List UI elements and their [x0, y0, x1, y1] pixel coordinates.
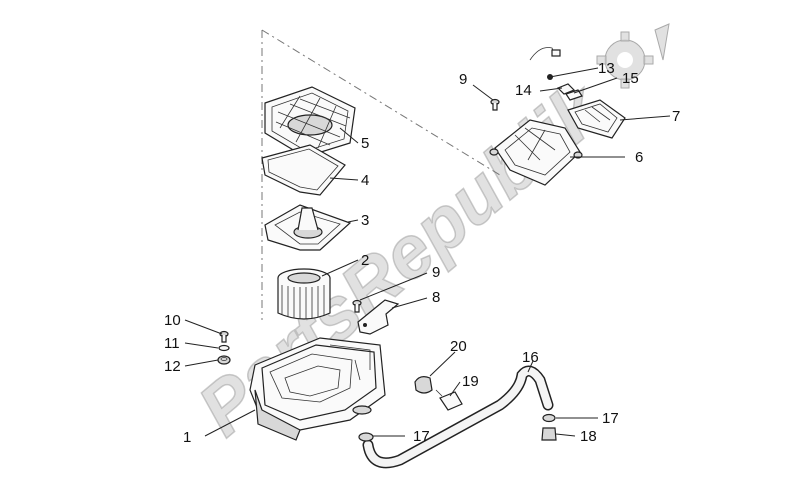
part-9-screw-upper	[490, 98, 500, 111]
callout-13: 13	[598, 60, 615, 77]
callout-8: 8	[432, 289, 440, 306]
callout-16: 16	[522, 349, 539, 366]
part-18-cap	[541, 427, 557, 441]
part-16-hose	[362, 365, 554, 469]
callout-3: 3	[361, 212, 369, 229]
part-17-clamp-left	[358, 432, 374, 442]
callout-20: 20	[450, 338, 467, 355]
callout-9-lower: 9	[432, 264, 440, 281]
part-12-grommet	[217, 355, 231, 365]
callout-6: 6	[635, 149, 643, 166]
part-5-filter-frame	[264, 86, 356, 158]
callout-11: 11	[164, 335, 180, 352]
part-20-plug	[414, 376, 433, 394]
part-6-airbox-cover	[489, 119, 583, 186]
callout-19: 19	[462, 373, 479, 390]
part-9-screw-lower	[352, 299, 362, 313]
callout-9-upper: 9	[459, 71, 467, 88]
part-4-gasket	[261, 144, 346, 196]
part-2-filter-cartridge	[277, 268, 331, 320]
part-19-drain-valve	[435, 389, 463, 411]
callout-4: 4	[361, 172, 369, 189]
part-1-airbox	[249, 337, 386, 441]
part-3-filter-seat	[264, 204, 352, 251]
leader-lines	[184, 67, 671, 437]
callout-14: 14	[515, 82, 532, 99]
callout-17-right: 17	[602, 410, 619, 427]
part-10-screw	[219, 330, 229, 343]
callout-labels: 1 2 3 4 5 6 7 8 9 9 10 11 12 13 14 15 16…	[164, 60, 680, 446]
callout-7: 7	[672, 108, 680, 125]
callout-1: 1	[183, 429, 191, 446]
callout-10: 10	[164, 312, 181, 329]
callout-15: 15	[622, 70, 639, 87]
watermark-gear-icon	[596, 23, 670, 89]
callout-17-left: 17	[413, 428, 430, 445]
callout-2: 2	[361, 252, 369, 269]
watermark: PartsRepublik	[182, 65, 621, 452]
callout-12: 12	[164, 358, 181, 375]
callout-18: 18	[580, 428, 597, 445]
part-17-clamp-right	[542, 413, 556, 423]
watermark-text: PartsRepublik	[182, 65, 619, 451]
callout-5: 5	[361, 135, 369, 152]
part-8-bracket	[357, 299, 400, 335]
assembly-axis-line	[261, 29, 501, 320]
part-7-intake-duct	[567, 99, 626, 139]
part-11-washer	[218, 344, 230, 352]
